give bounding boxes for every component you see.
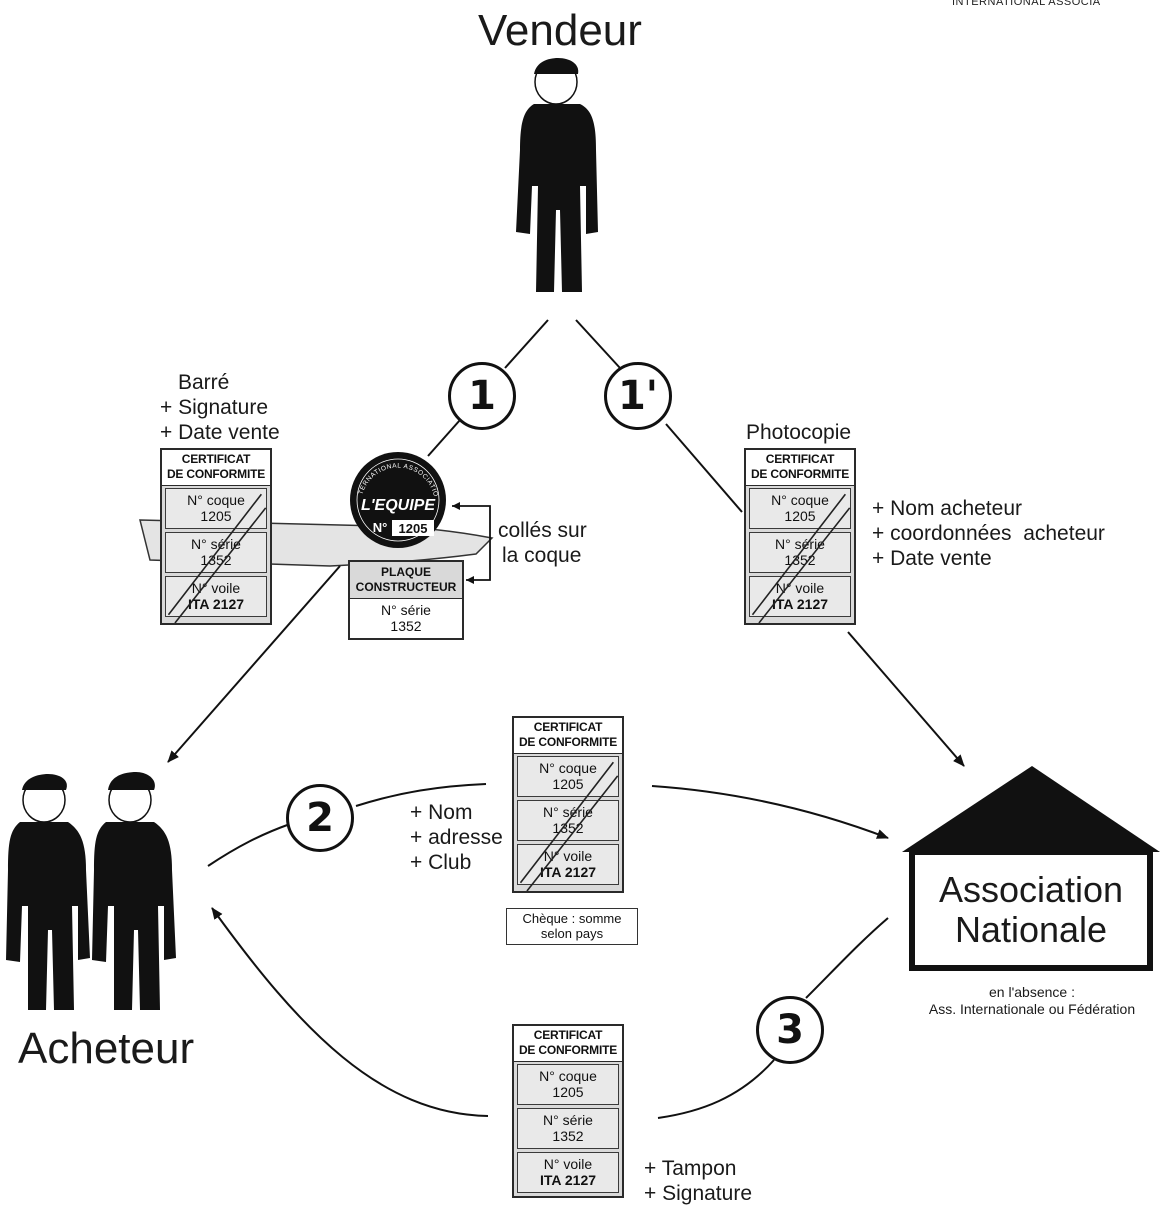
buyer-label: Acheteur bbox=[18, 1024, 195, 1073]
glued-bracket bbox=[452, 505, 491, 581]
arrow-cert-to-buyer bbox=[211, 907, 489, 1117]
photocopy-notes: + Nom acheteur + coordonnées acheteur + … bbox=[872, 497, 1105, 570]
badge-brand: L'EQUIPE bbox=[361, 497, 436, 514]
arrow-to-association bbox=[847, 631, 965, 767]
house-roof bbox=[902, 766, 1160, 852]
association-absence-note: en l'absence : Ass. Internationale ou Fé… bbox=[928, 984, 1136, 1017]
arrow-to-buyer bbox=[167, 565, 341, 763]
badge-number-prefix: N° bbox=[373, 520, 388, 535]
curve-buyer-to-step2 bbox=[207, 823, 291, 867]
return-notes: + Tampon + Signature bbox=[644, 1157, 752, 1205]
seller-label: Vendeur bbox=[478, 6, 642, 55]
arrow-cert-to-association bbox=[651, 785, 889, 839]
line-step1-to-badge bbox=[427, 419, 461, 457]
seller-cert-notes: Barré + Signature + Date vente bbox=[160, 371, 280, 444]
step-3-circle: 3 bbox=[756, 996, 824, 1064]
seller-figure bbox=[516, 58, 598, 292]
step-2-circle: 2 bbox=[286, 784, 354, 852]
association-name: Association Nationale bbox=[938, 869, 1124, 950]
curve-association-to-step3 bbox=[805, 917, 889, 999]
step-1-prime-circle: 1' bbox=[604, 362, 672, 430]
buyer-notes: + Nom + adresse + Club bbox=[410, 801, 503, 874]
buyer-figures bbox=[6, 772, 176, 1010]
photocopy-title: Photocopie bbox=[746, 421, 852, 444]
line-seller-to-step1 bbox=[504, 319, 549, 369]
corner-text: INTERNATIONAL ASSOCIA bbox=[952, 0, 1101, 8]
step-1-circle: 1 bbox=[448, 362, 516, 430]
glued-notes: collés sur la coque bbox=[498, 519, 587, 567]
line-seller-to-step1prime bbox=[575, 319, 621, 369]
house-body bbox=[909, 849, 1153, 971]
curve-step2-to-cert bbox=[355, 783, 487, 807]
badge-number: 1205 bbox=[399, 521, 428, 536]
curve-step3-to-cert bbox=[657, 1059, 775, 1119]
line-step1prime-to-photocopy bbox=[665, 423, 743, 513]
cheque-box: Chèque : somme selon pays bbox=[506, 908, 638, 945]
